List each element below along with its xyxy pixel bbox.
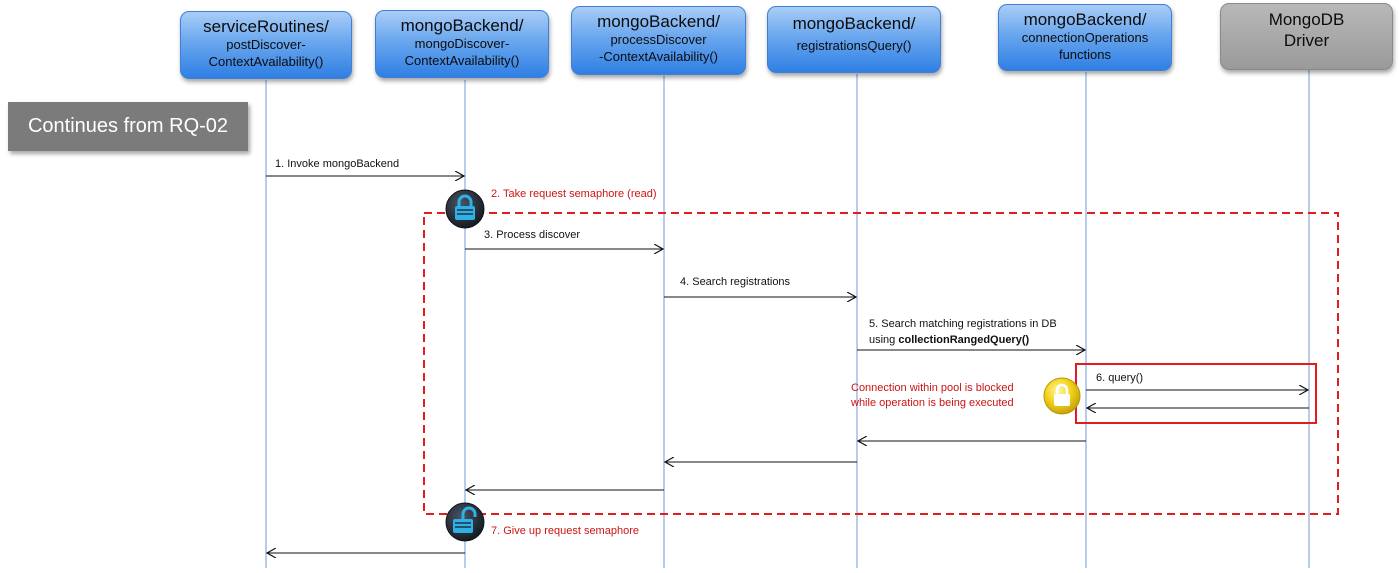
- semaphore-region: [423, 212, 1339, 515]
- participant-mongo-discover: mongoBackend/ mongoDiscover- ContextAvai…: [375, 10, 549, 78]
- message-5-label: 5. Search matching registrations in DB u…: [869, 316, 1057, 348]
- message-3-label: 3. Process discover: [484, 229, 580, 241]
- participant-subtitle: mongoDiscover-: [414, 36, 510, 52]
- participant-connection-operations: mongoBackend/ connectionOperations funct…: [998, 4, 1172, 71]
- message-2-label: 2. Take request semaphore (read): [491, 188, 657, 200]
- continues-from-label: Continues from RQ-02: [8, 102, 248, 151]
- participant-registrations-query: mongoBackend/ registrationsQuery(): [767, 6, 941, 73]
- participant-title: mongoBackend/: [400, 16, 524, 35]
- participant-subtitle: processDiscover: [610, 32, 707, 48]
- pool-note-line1: Connection within pool is blocked: [851, 382, 1014, 394]
- participant-title: Driver: [1283, 31, 1330, 51]
- lock-closed-icon: [445, 189, 485, 229]
- message-5-bold: collectionRangedQuery(): [898, 334, 1030, 346]
- lock-yellow-icon: [1043, 377, 1081, 415]
- participant-title: mongoBackend/: [792, 14, 916, 33]
- participant-subtitle: registrationsQuery(): [796, 38, 912, 54]
- lifelines: [265, 70, 1310, 568]
- message-5-line1: 5. Search matching registrations in DB: [869, 318, 1057, 330]
- participant-title: MongoDB: [1268, 10, 1345, 29]
- message-arrows: [266, 176, 1309, 553]
- participant-title: mongoBackend/: [597, 12, 720, 31]
- message-7-label: 7. Give up request semaphore: [491, 525, 639, 537]
- participant-process-discover: mongoBackend/ processDiscover -ContextAv…: [571, 6, 746, 75]
- message-6-label: 6. query(): [1096, 372, 1144, 384]
- participant-subtitle: -ContextAvailability(): [599, 48, 718, 64]
- participant-subtitle: functions: [1058, 46, 1112, 62]
- participant-title: serviceRoutines/: [203, 17, 329, 36]
- participant-subtitle: connectionOperations: [1021, 30, 1149, 46]
- pool-note: Connection within pool is blocked while …: [851, 381, 1014, 411]
- participant-service-routines: serviceRoutines/ postDiscover- ContextAv…: [180, 11, 352, 79]
- participant-subtitle: ContextAvailability(): [208, 53, 324, 69]
- participant-subtitle: postDiscover-: [226, 37, 306, 53]
- pool-note-line2: while operation is being executed: [851, 397, 1014, 409]
- participant-subtitle: ContextAvailability(): [404, 52, 520, 68]
- lock-open-icon: [445, 502, 485, 542]
- message-1-label: 1. Invoke mongoBackend: [275, 158, 400, 170]
- message-5-prefix: using: [869, 334, 899, 346]
- participant-title: mongoBackend/: [1023, 10, 1147, 29]
- message-4-label: 4. Search registrations: [680, 276, 791, 288]
- participant-mongodb-driver: MongoDB Driver: [1220, 3, 1393, 70]
